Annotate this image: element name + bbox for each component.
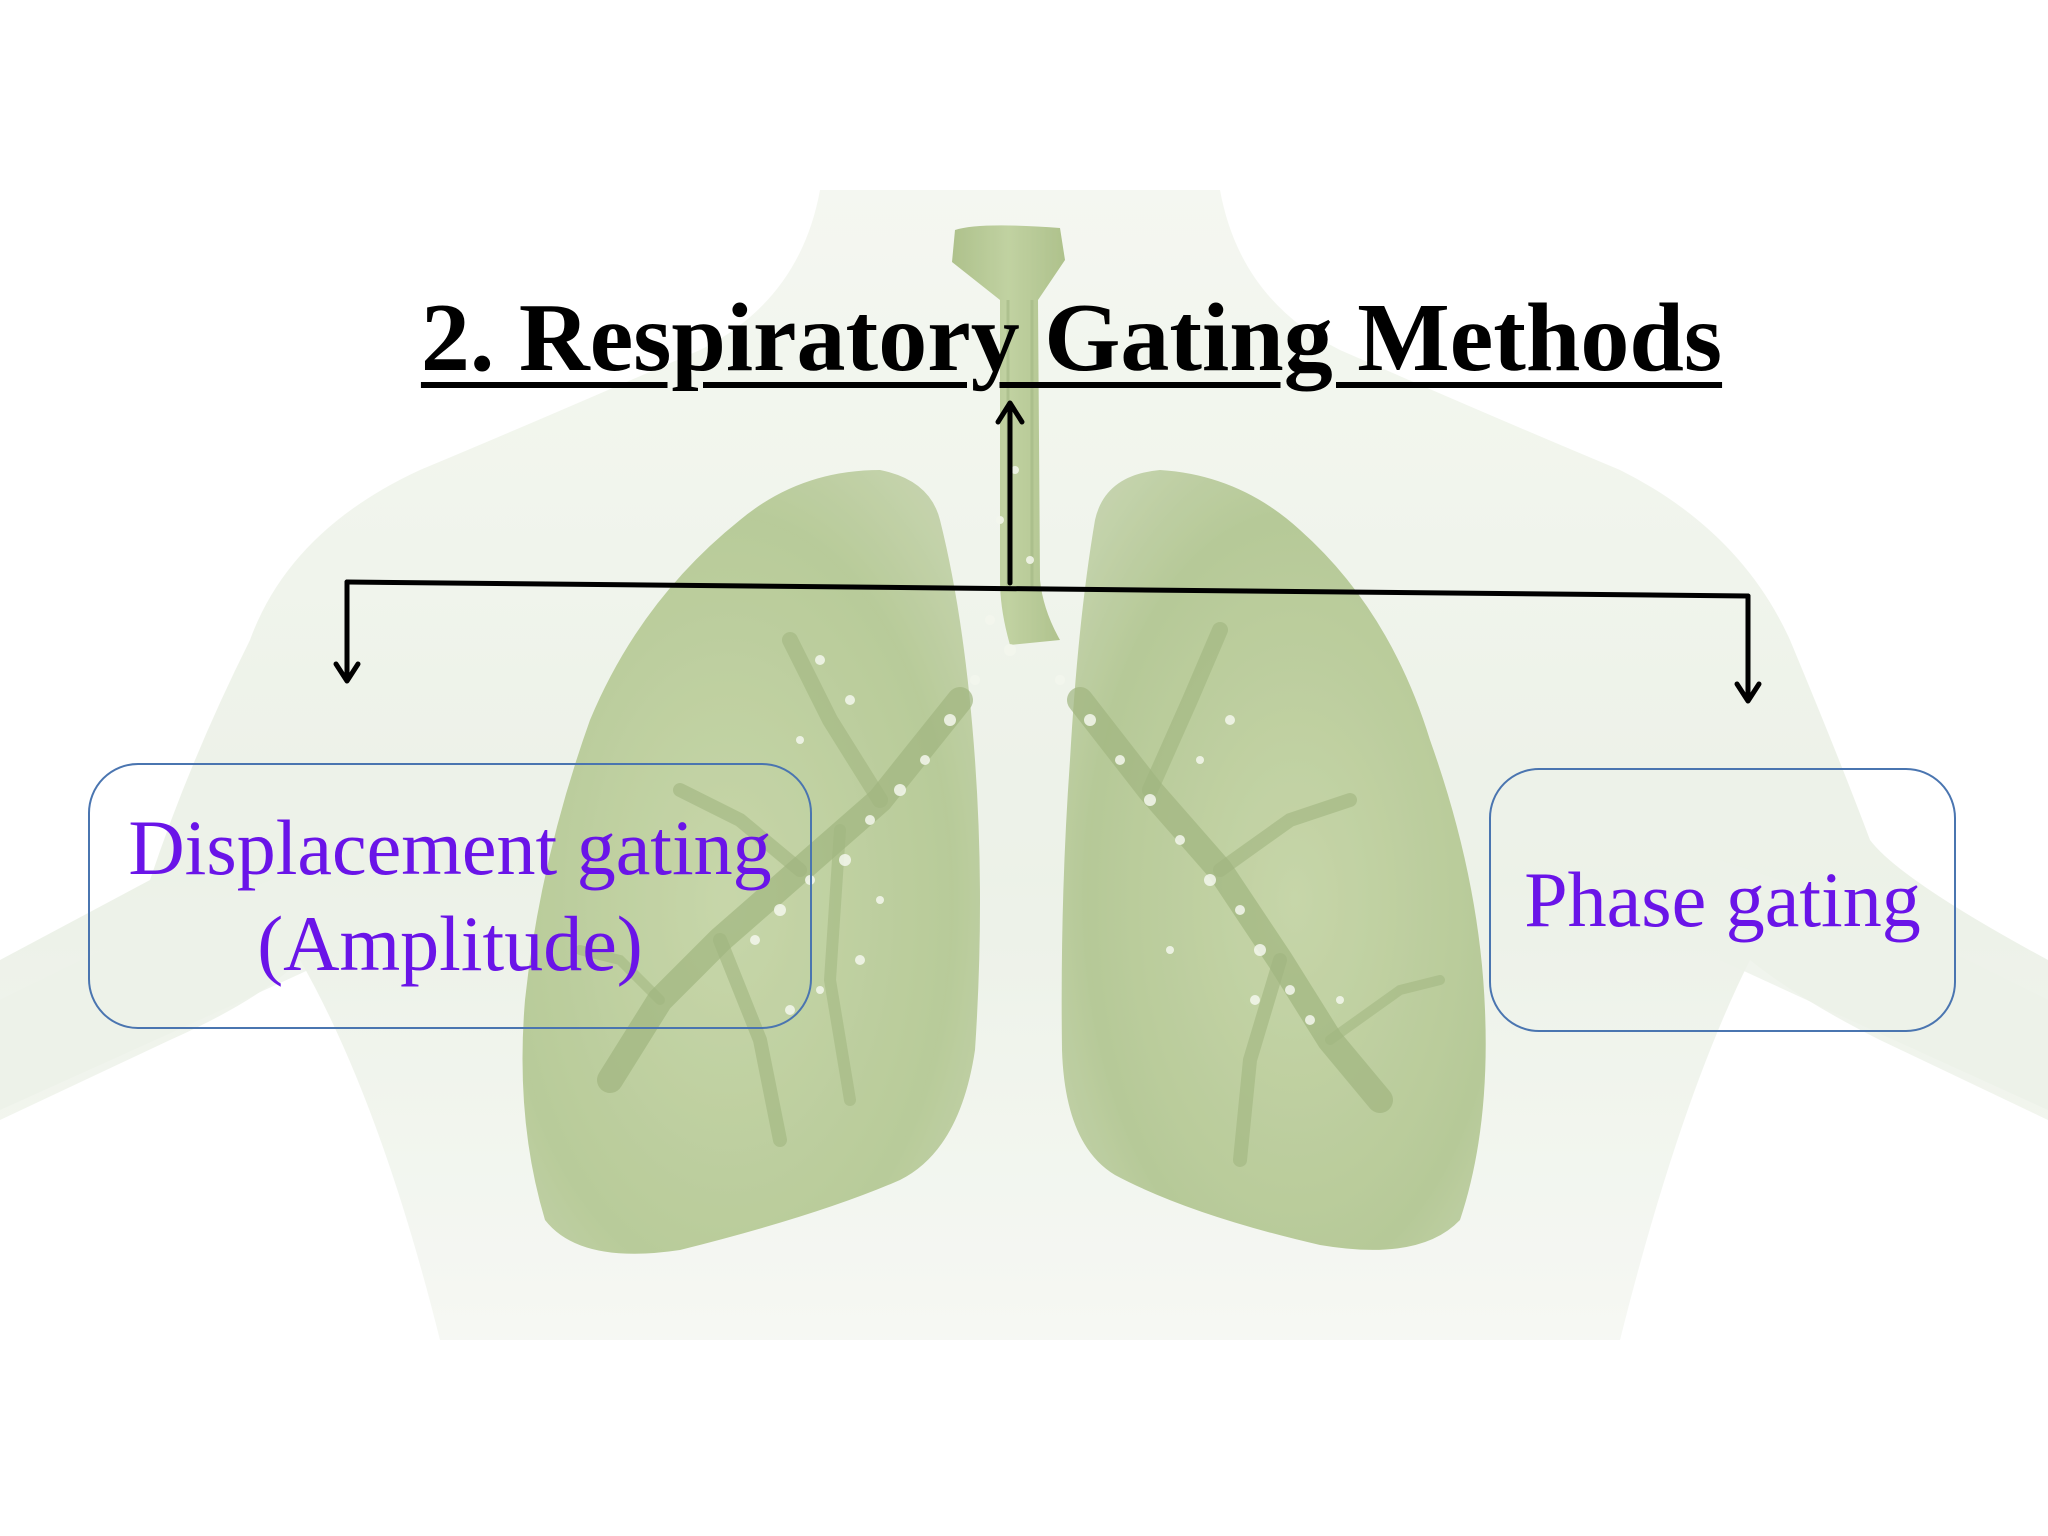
displacement-gating-box: Displacement gating (Amplitude) (88, 763, 812, 1029)
displacement-gating-line2: (Amplitude) (257, 900, 643, 987)
displacement-gating-line1: Displacement gating (128, 804, 772, 891)
slide-title: 2. Respiratory Gating Methods (420, 284, 1723, 392)
torso-silhouette (0, 190, 2048, 1340)
displacement-gating-label: Displacement gating (Amplitude) (128, 800, 771, 992)
phase-gating-box: Phase gating (1489, 768, 1956, 1032)
phase-gating-label: Phase gating (1524, 856, 1921, 943)
stem-arrowhead (995, 400, 1025, 425)
right-lung (1061, 470, 1486, 1250)
horizontal-branch-line (344, 579, 1751, 599)
left-arrowhead (333, 661, 361, 684)
left-lung (522, 470, 980, 1254)
right-arrowhead (1734, 681, 1762, 704)
